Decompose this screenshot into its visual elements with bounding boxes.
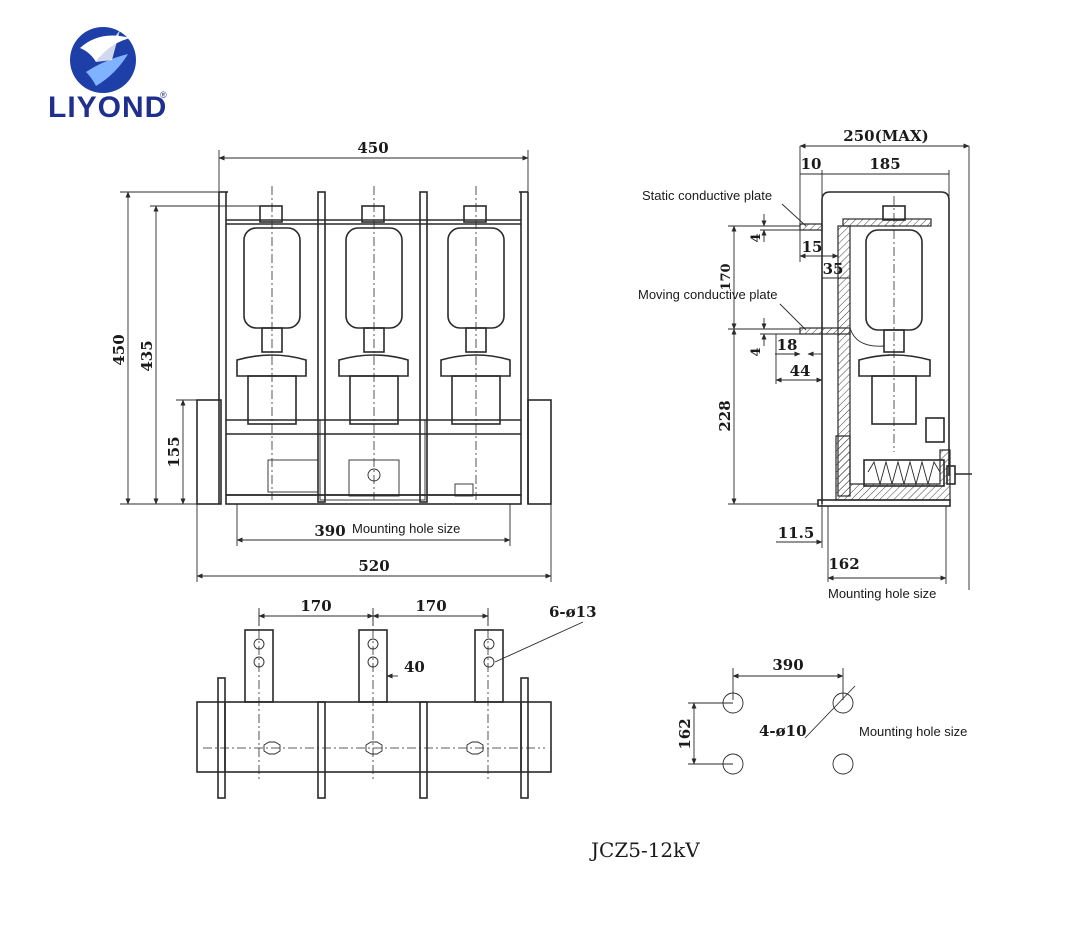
front-pole: [338, 186, 409, 500]
dim-height-total: 450: [110, 334, 128, 365]
mounting-note-plan: Mounting hole size: [859, 724, 967, 739]
dim-162-side: 162: [828, 555, 859, 573]
dim-11-5: 11.5: [778, 524, 815, 542]
mounting-note-side: Mounting hole size: [828, 586, 936, 601]
dim-mounting-span: 390: [314, 522, 345, 540]
dim-offset-10: 10: [801, 155, 822, 173]
front-pole: [236, 186, 307, 500]
dim-170-side: 170: [719, 263, 734, 290]
front-pole: [440, 186, 511, 500]
dim-terminal-40: 40: [404, 658, 425, 676]
dim-depth-185: 185: [869, 155, 900, 173]
top-view: 170 170 6-ø13 40: [196, 597, 597, 799]
brand-logo: LIYOND ®: [48, 27, 167, 124]
side-view: 250(MAX) 10 185 Static conductive plate …: [638, 127, 972, 601]
logo-emblem-icon: [70, 27, 136, 93]
mounting-note-front: Mounting hole size: [352, 521, 460, 536]
dim-hole-span: 390: [772, 656, 803, 674]
dim-4-lower: 4: [749, 347, 764, 356]
dim-holes-4: 4-ø10: [759, 722, 807, 740]
model-title: JCZ5-12kV: [589, 838, 700, 862]
dim-height-lower: 155: [165, 436, 183, 467]
dim-18: 18: [777, 336, 798, 354]
registered-mark: ®: [160, 90, 167, 100]
dim-depth-max: 250(MAX): [843, 127, 928, 145]
dim-hole-depth: 162: [676, 718, 694, 749]
dim-base-width: 520: [358, 557, 389, 575]
front-view: 450 450 435 155: [110, 139, 552, 582]
dim-height-inner: 435: [138, 340, 156, 371]
dim-pitch-1: 170: [300, 597, 331, 615]
dim-pitch-2: 170: [415, 597, 446, 615]
mounting-hole-plan: 390 162 4-ø10 Mounting hole size: [676, 656, 967, 775]
dim-228: 228: [716, 400, 734, 431]
dim-4-upper: 4: [749, 233, 764, 242]
dim-holes-6: 6-ø13: [549, 603, 597, 621]
brand-name: LIYOND: [48, 91, 167, 124]
dim-15: 15: [802, 238, 823, 256]
dim-width-top: 450: [357, 139, 388, 157]
dim-44: 44: [790, 362, 811, 380]
static-plate-label: Static conductive plate: [642, 188, 772, 203]
dim-35: 35: [823, 260, 844, 278]
moving-plate-label: Moving conductive plate: [638, 287, 777, 302]
